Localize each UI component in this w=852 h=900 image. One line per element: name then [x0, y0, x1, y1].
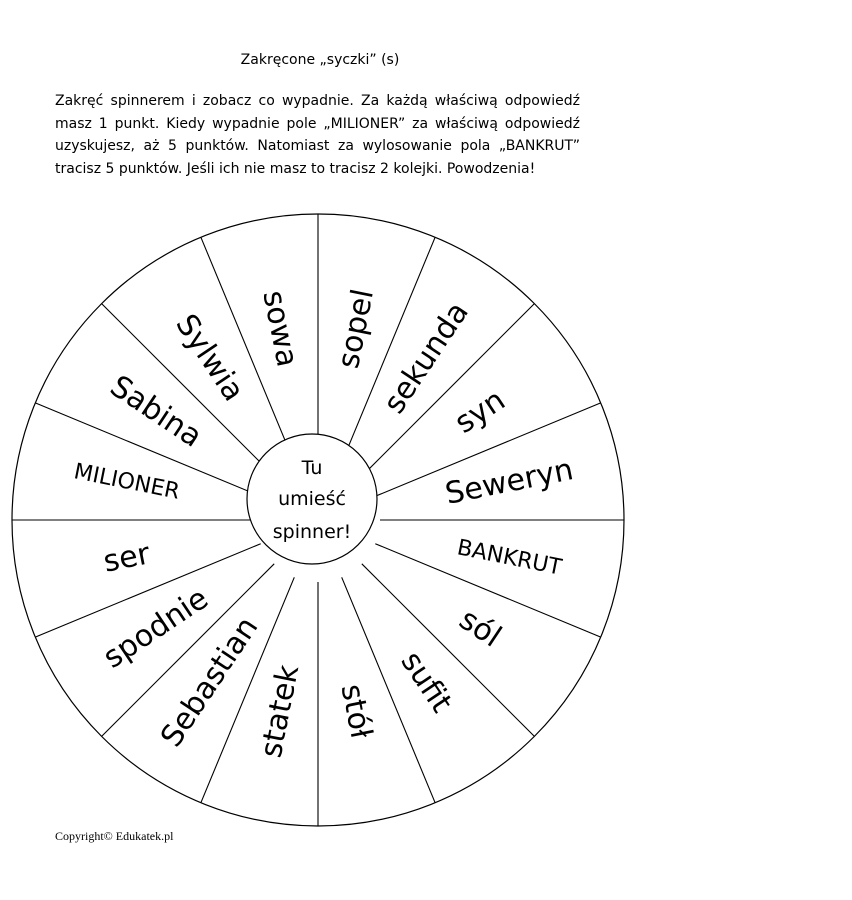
wheel-divider-line [341, 237, 436, 463]
center-text-line-2: umieść [278, 488, 346, 510]
wheel-divider-line [101, 563, 275, 737]
wheel-divider-line [375, 543, 601, 638]
wheel-center-circle [246, 433, 378, 565]
wheel-divider-line [35, 402, 261, 497]
center-text-line-3: spinner! [273, 521, 351, 543]
wheel-divider-line [341, 577, 436, 803]
wheel-divider-line [375, 402, 601, 497]
worksheet-title: Zakręcone „syczki” (s) [240, 52, 400, 68]
center-text-line-1: Tu [301, 457, 323, 479]
wheel-divider-line [200, 237, 295, 463]
wheel-divider-line [200, 577, 295, 803]
wheel-divider-line [361, 563, 535, 737]
instructions-paragraph: Zakręć spinnerem i zobacz co wypadnie. Z… [55, 93, 580, 177]
wheel-divider-lines [12, 214, 624, 826]
wheel-divider-line [101, 303, 275, 477]
wheel-divider-line [361, 303, 535, 477]
copyright-notice: Copyright© Edukatek.pl [55, 829, 174, 843]
wheel-divider-line [35, 543, 261, 638]
